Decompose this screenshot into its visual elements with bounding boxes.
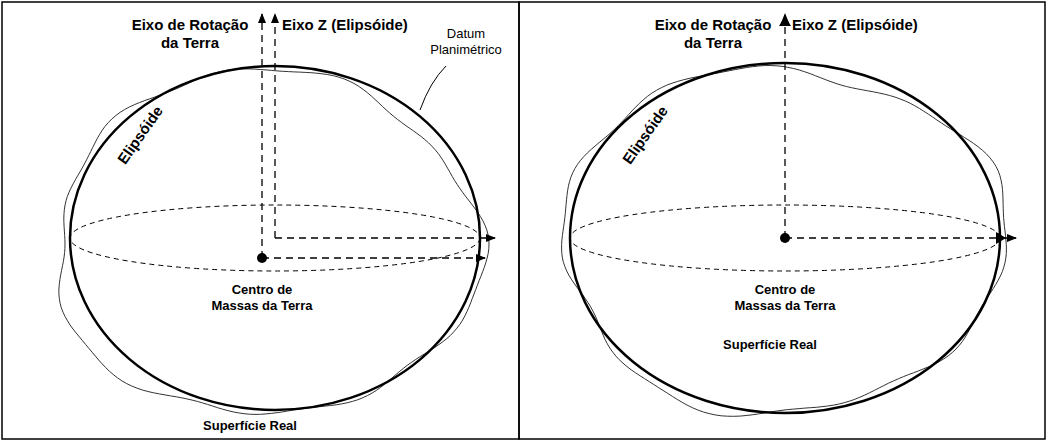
ellipsoid-label: Elipsóide	[619, 103, 672, 168]
axis-label: Eixo de Rotação da Terra	[124, 16, 256, 52]
axis-label: Eixo Z (Elipsóide)	[792, 16, 918, 34]
arrowhead	[779, 16, 791, 26]
center-label: Centro de Massas da Terra	[730, 282, 840, 313]
axis-label: Eixo Z (Elipsóide)	[282, 16, 408, 34]
arrowhead	[996, 232, 1006, 244]
surface-label: Superfície Real	[200, 418, 300, 434]
ellipsoid-z-axis	[274, 14, 275, 238]
center-label: Centro de Massas da Terra	[207, 282, 317, 313]
earth-x-axis	[262, 257, 485, 258]
panel-frame	[519, 2, 1045, 439]
datum-label: Datum Planimétrico	[423, 26, 509, 57]
center-of-mass-dot	[780, 233, 790, 243]
ellipsoid-x-axis	[275, 237, 495, 238]
coincident-axes	[784, 14, 785, 238]
leader-line	[420, 66, 446, 110]
panel-frame	[2, 2, 519, 439]
coincident-x-axes	[785, 237, 1016, 238]
ellipsoid-label: Elipsóide	[114, 103, 167, 168]
rotation-axis	[261, 14, 262, 258]
surface-label: Superfície Real	[723, 337, 817, 353]
center-of-mass-dot	[257, 253, 267, 263]
axis-label: Eixo de Rotação da Terra	[647, 16, 779, 52]
